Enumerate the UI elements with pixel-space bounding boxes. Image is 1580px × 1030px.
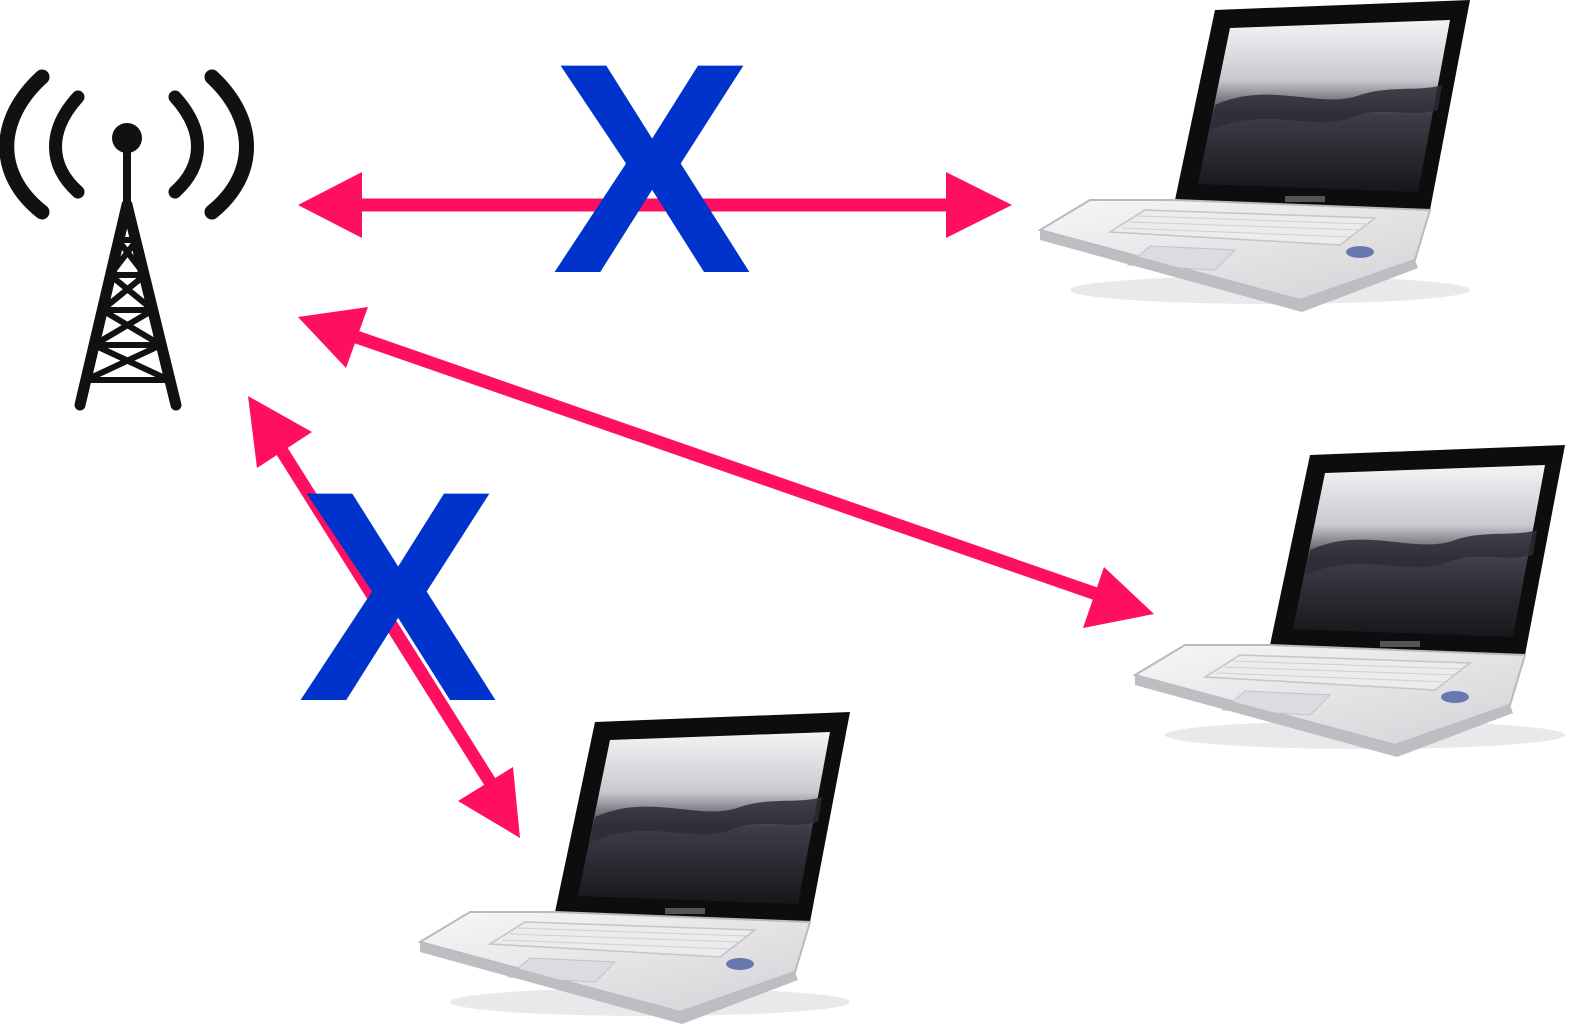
laptop-icon — [1039, 0, 1471, 313]
link-arrow-tower-laptop-bottom — [248, 396, 520, 838]
laptop-icon — [1134, 445, 1566, 758]
blocked-mark: X — [552, 0, 754, 336]
link-arrow-tower-laptop-middle — [298, 307, 1154, 628]
blocked-mark: X — [298, 428, 500, 764]
link-arrow-tower-laptop-top — [298, 172, 1012, 238]
radio-tower-icon — [0, 69, 254, 411]
